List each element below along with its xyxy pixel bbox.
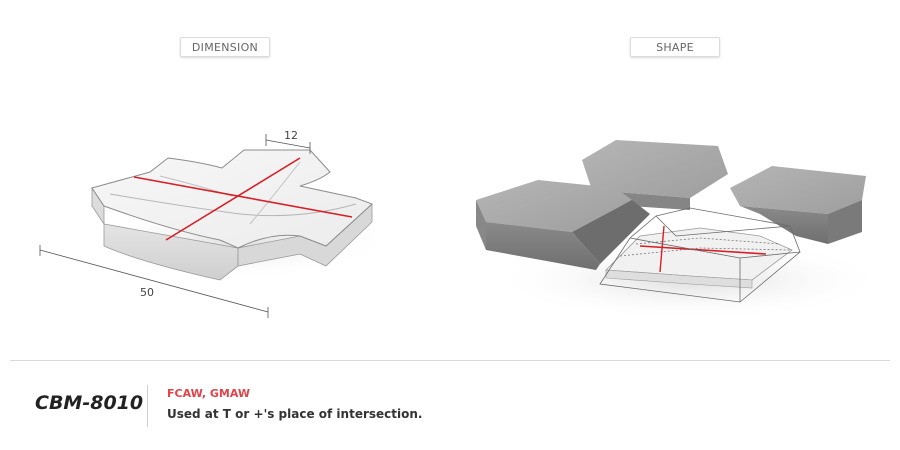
- width-dimension-text: 12: [284, 129, 298, 142]
- plate-right-top: [730, 166, 866, 214]
- section-divider: [10, 360, 890, 361]
- figure-canvas: 12 50: [39, 129, 890, 320]
- dimension-label: DIMENSION: [180, 37, 270, 57]
- groove-edge-diagonal: [249, 161, 301, 225]
- plate-left: [476, 180, 650, 270]
- plate-right: [730, 166, 866, 244]
- wireframe-outline: [599, 207, 801, 303]
- front-left-side-face: [103, 223, 239, 281]
- backing-in-joint: [605, 225, 793, 289]
- length-dimension: 50: [39, 245, 269, 318]
- welding-process: FCAW, GMAW: [167, 387, 250, 400]
- plate-right-side: [828, 200, 862, 244]
- dimension-label-text: DIMENSION: [191, 40, 259, 54]
- plate-left-front: [486, 222, 600, 270]
- cross-backing-model: [90, 149, 390, 281]
- width-dimension-line: [265, 139, 311, 149]
- shape-weld-line-vertical: [659, 225, 665, 273]
- info-separator: [147, 385, 148, 427]
- shape-assembly: [476, 140, 890, 320]
- plate-left-end: [476, 200, 486, 250]
- shape-weld-line-horizontal: [639, 245, 767, 255]
- length-dimension-line: [39, 249, 269, 313]
- shape-label-text: SHAPE: [656, 40, 694, 54]
- plate-left-top: [476, 180, 632, 232]
- backing-side: [605, 269, 753, 289]
- plate-left-bevel: [572, 200, 650, 264]
- hidden-edge-2: [635, 237, 781, 245]
- length-dimension-text: 50: [140, 286, 154, 299]
- width-dimension: 12: [265, 129, 311, 154]
- plate-back-top: [582, 140, 728, 198]
- usage-description: Used at T or +'s place of intersection.: [167, 407, 423, 421]
- weld-line-vertical: [165, 157, 301, 241]
- model-number: CBM-8010: [35, 392, 144, 414]
- hidden-edge-1: [619, 247, 791, 257]
- shape-label: SHAPE: [630, 37, 720, 57]
- wireframe-edge-3: [655, 215, 791, 237]
- weld-line-horizontal: [133, 176, 353, 218]
- joint-wireframe: [599, 207, 801, 303]
